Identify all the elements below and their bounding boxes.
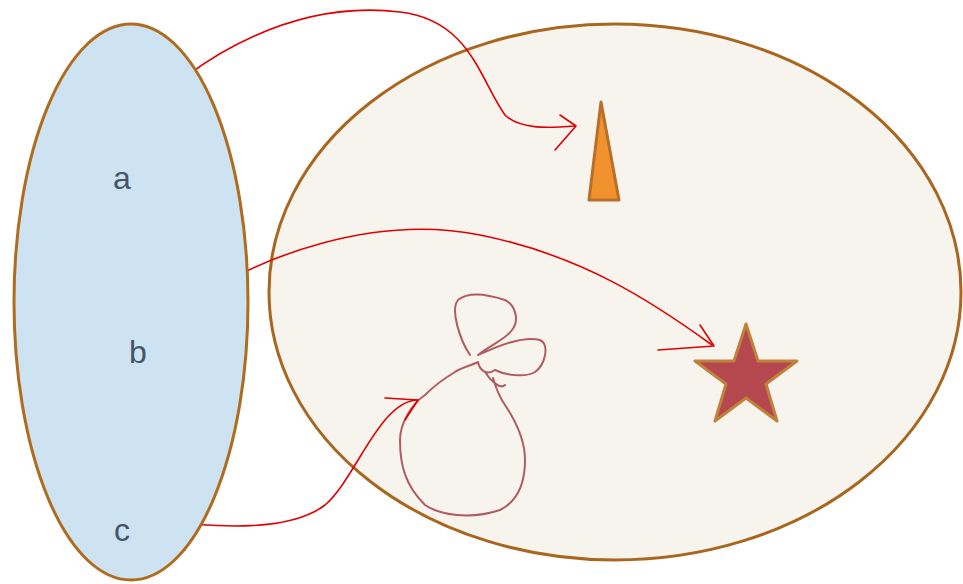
arrow-head <box>385 398 418 420</box>
arrow-head <box>658 325 714 350</box>
bag-sketch <box>400 294 545 515</box>
element-label: c <box>114 514 130 546</box>
element-label: b <box>129 336 147 368</box>
arrow-head <box>555 115 576 150</box>
arrow-b <box>168 229 712 345</box>
star-shape <box>695 324 797 421</box>
ellipse-outline <box>12 22 250 582</box>
codomain-ellipse <box>269 24 961 560</box>
element-label: a <box>113 162 131 194</box>
triangle-shape <box>589 102 619 200</box>
domain-ellipse: a b c <box>12 22 250 582</box>
